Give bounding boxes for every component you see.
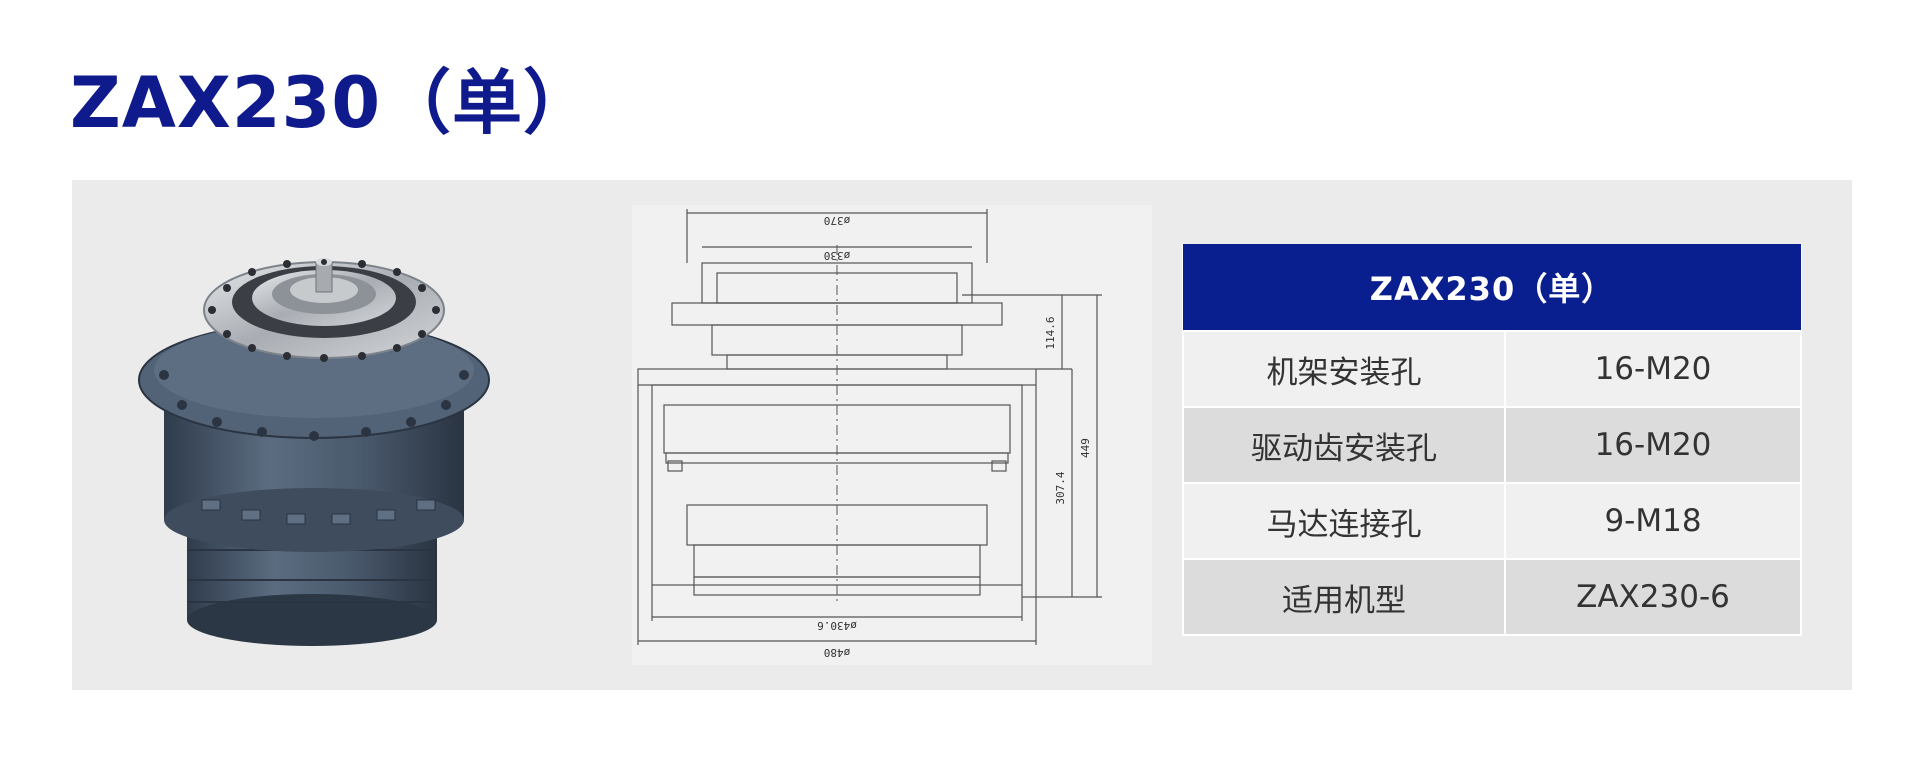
table-row: 适用机型 ZAX230-6 [1182, 558, 1802, 636]
product-photo [138, 258, 490, 646]
dim-d480: ø480 [824, 646, 851, 659]
dim-d330: ø330 [824, 249, 851, 262]
dim-h307: 307.4 [1054, 471, 1067, 504]
spec-value: 16-M20 [1504, 330, 1802, 408]
dim-d430: ø430.6 [817, 619, 857, 632]
page-title: ZAX230（单） [70, 62, 595, 144]
dim-h114: 114.6 [1044, 316, 1057, 349]
spec-table-header: ZAX230（单） [1183, 244, 1801, 331]
dim-d370: ø370 [824, 214, 851, 227]
spec-table: ZAX230（单） 机架安装孔 16-M20 驱动齿安装孔 16-M20 马达连… [1182, 244, 1802, 636]
spec-value: 9-M18 [1504, 482, 1802, 560]
spec-value: 16-M20 [1504, 406, 1802, 484]
table-row: 驱动齿安装孔 16-M20 [1182, 406, 1802, 484]
spec-label: 适用机型 [1182, 558, 1506, 636]
spec-label: 马达连接孔 [1182, 482, 1506, 560]
spec-label: 驱动齿安装孔 [1182, 406, 1506, 484]
technical-drawing: ø370 ø330 114.6 449 307.4 ø430.6 ø480 [632, 205, 1152, 665]
spec-value: ZAX230-6 [1504, 558, 1802, 636]
content-panel: ø370 ø330 114.6 449 307.4 ø430.6 ø480 ZA… [72, 180, 1852, 690]
dim-h449: 449 [1079, 438, 1092, 458]
table-row: 马达连接孔 9-M18 [1182, 482, 1802, 560]
spec-label: 机架安装孔 [1182, 330, 1506, 408]
table-row: 机架安装孔 16-M20 [1182, 330, 1802, 408]
